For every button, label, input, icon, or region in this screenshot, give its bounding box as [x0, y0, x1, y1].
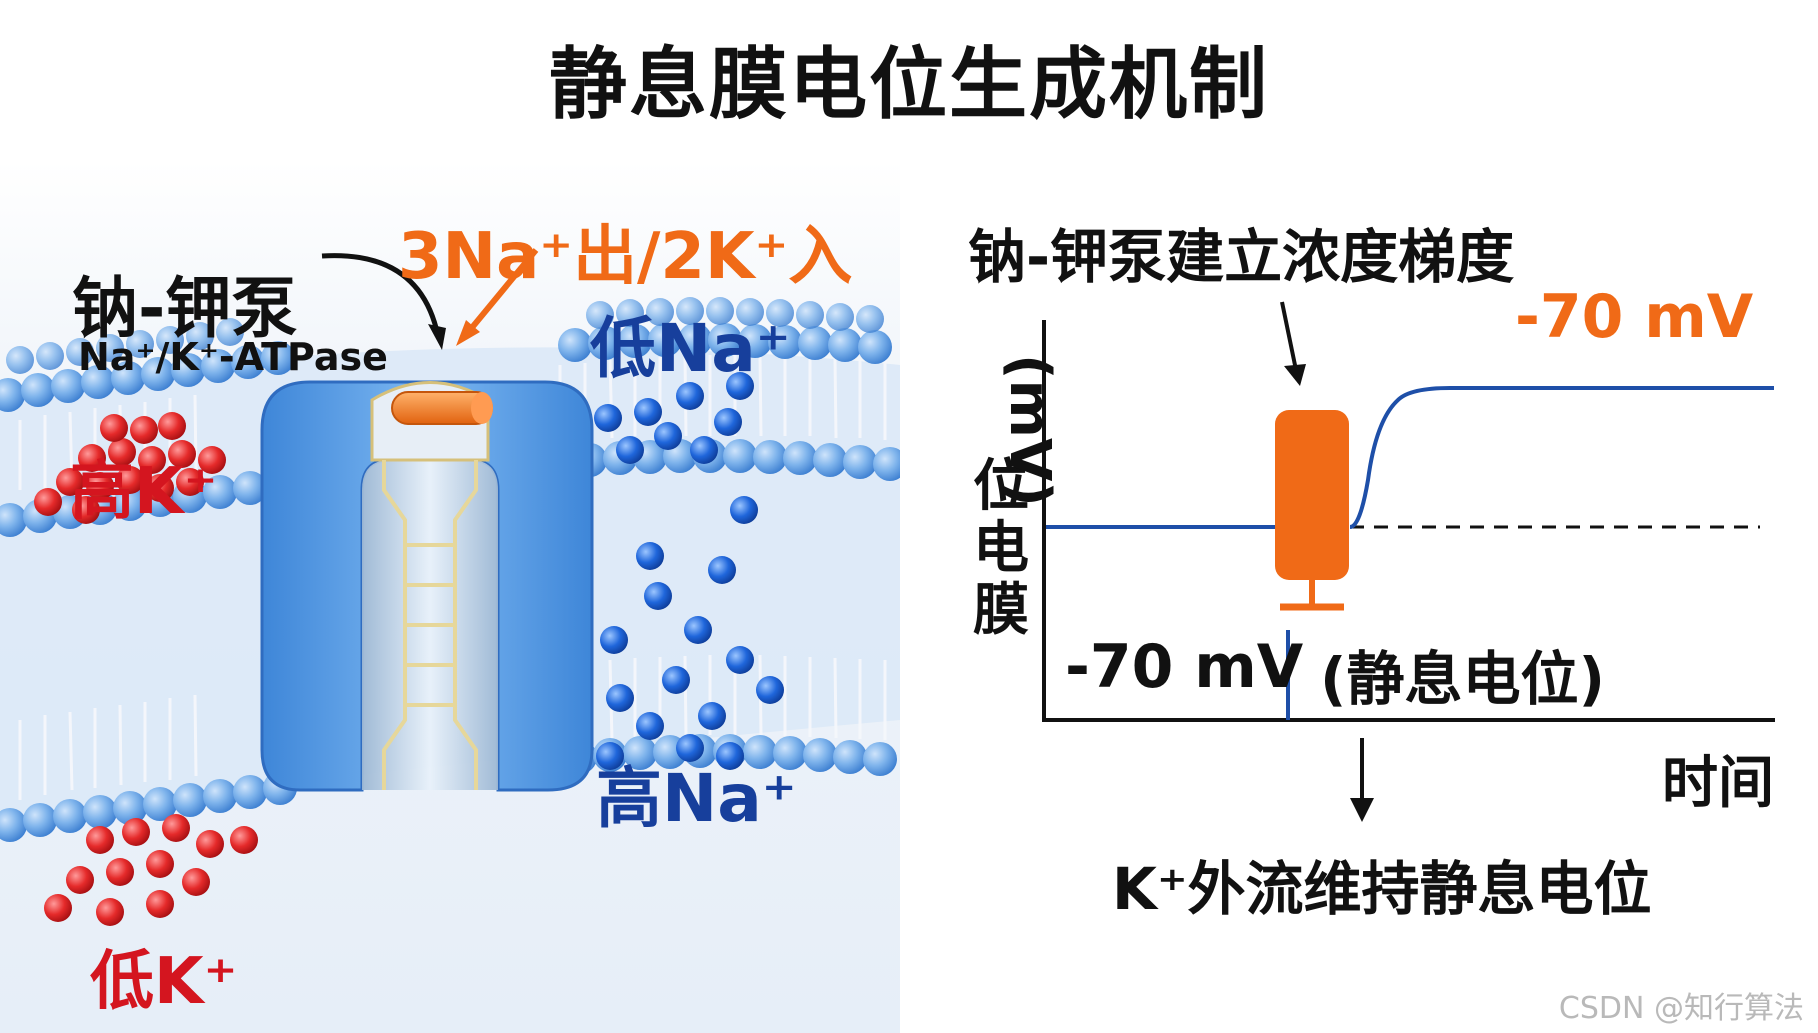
y-axis-unit: (mV) — [997, 354, 1062, 507]
y-axis-char-3: 膜 — [973, 578, 1029, 643]
bottom-note: K⁺外流维持静息电位 — [1112, 855, 1652, 923]
low-potassium-label: 低K⁺ — [90, 945, 238, 1019]
potassium-ions-high — [34, 412, 226, 524]
pump-name-label: 钠-钾泵 — [72, 270, 298, 347]
potassium-ions-low — [44, 814, 258, 926]
flux-label: 3Na⁺出/2K⁺入 — [398, 220, 853, 294]
resting-value-label: -70 mV — [1065, 632, 1304, 702]
resting-potential-label: (静息电位) — [1320, 645, 1606, 713]
pump-subtitle-label: Na⁺/K⁺-ATPase — [78, 335, 388, 379]
flux-arrow — [467, 248, 539, 332]
graph-heading: 钠-钾泵建立浓度梯度 — [968, 223, 1515, 291]
sodium-ions-high — [596, 496, 784, 770]
y-axis-label: (mV) 位 电 膜 — [966, 326, 1062, 643]
y-axis-char-2: 电 — [973, 516, 1029, 581]
pump-stimulus-block — [1275, 410, 1349, 580]
sodium-potassium-pump — [260, 380, 594, 792]
high-potassium-label: 高K⁺ — [70, 455, 218, 529]
x-axis-label: 时间 — [1662, 751, 1774, 816]
potential-trace — [1046, 386, 1774, 529]
membrane-top-heads-back — [6, 297, 884, 374]
y-axis-char-1: 位 — [973, 454, 1029, 519]
high-sodium-label: 高Na⁺ — [596, 760, 797, 837]
membrane-illustration — [0, 160, 900, 1033]
watermark: CSDN @知行算法 — [1558, 991, 1804, 1026]
membrane-potential-graph — [1042, 301, 1775, 822]
page-title: 静息膜电位生成机制 — [548, 40, 1269, 130]
pump-name-arrow — [321, 253, 441, 337]
sodium-ions-low — [594, 372, 754, 464]
membrane-top-heads — [0, 323, 892, 412]
low-sodium-label: 低Na⁺ — [590, 310, 791, 387]
peak-value-label: -70 mV — [1515, 282, 1754, 352]
heading-arrow — [1280, 301, 1298, 371]
